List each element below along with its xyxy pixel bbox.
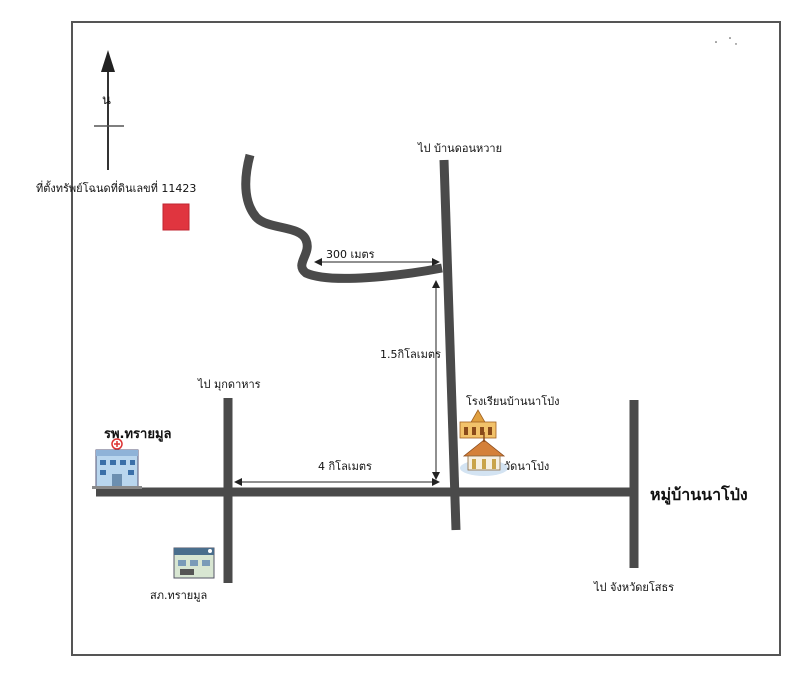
police-station-label: สภ.ทรายมูล bbox=[150, 589, 207, 602]
north-destination-label: ไป บ้านดอนหวาย bbox=[417, 142, 502, 155]
parcel-marker bbox=[162, 203, 190, 231]
scan-speck bbox=[715, 37, 737, 45]
school-label: โรงเรียนบ้านนาโป่ง bbox=[466, 394, 559, 408]
distance-label-4km: 4 กิโลเมตร bbox=[318, 459, 372, 473]
north-south-road bbox=[439, 159, 461, 531]
school-icon bbox=[459, 409, 497, 439]
police-station-icon bbox=[173, 547, 215, 579]
hospital-icon bbox=[92, 438, 142, 489]
north-arrow-icon bbox=[94, 50, 124, 170]
temple-label: วัดนาโป่ง bbox=[504, 459, 549, 473]
village-label: หมู่บ้านนาโป่ง bbox=[650, 484, 748, 506]
distance-arrow-4km bbox=[234, 478, 440, 486]
north-label: น bbox=[102, 93, 111, 108]
distance-label-1-5km: 1.5กิโลเมตร bbox=[380, 347, 441, 361]
distance-arrow-1-5km bbox=[432, 280, 440, 480]
west-destination-label: ไป มุกดาหาร bbox=[197, 378, 261, 391]
map-frame bbox=[71, 21, 781, 656]
temple-icon bbox=[460, 432, 508, 476]
east-destination-label: ไป จังหวัดยโสธร bbox=[593, 580, 674, 594]
hospital-label: รพ.ทรายมูล bbox=[104, 427, 172, 442]
parcel-label: ที่ตั้งทรัพย์โฉนดที่ดินเลขที่ 11423 bbox=[36, 180, 196, 195]
distance-label-300m: 300 เมตร bbox=[326, 248, 375, 261]
winding-road bbox=[241, 153, 443, 283]
distance-arrow-300m bbox=[314, 258, 440, 266]
